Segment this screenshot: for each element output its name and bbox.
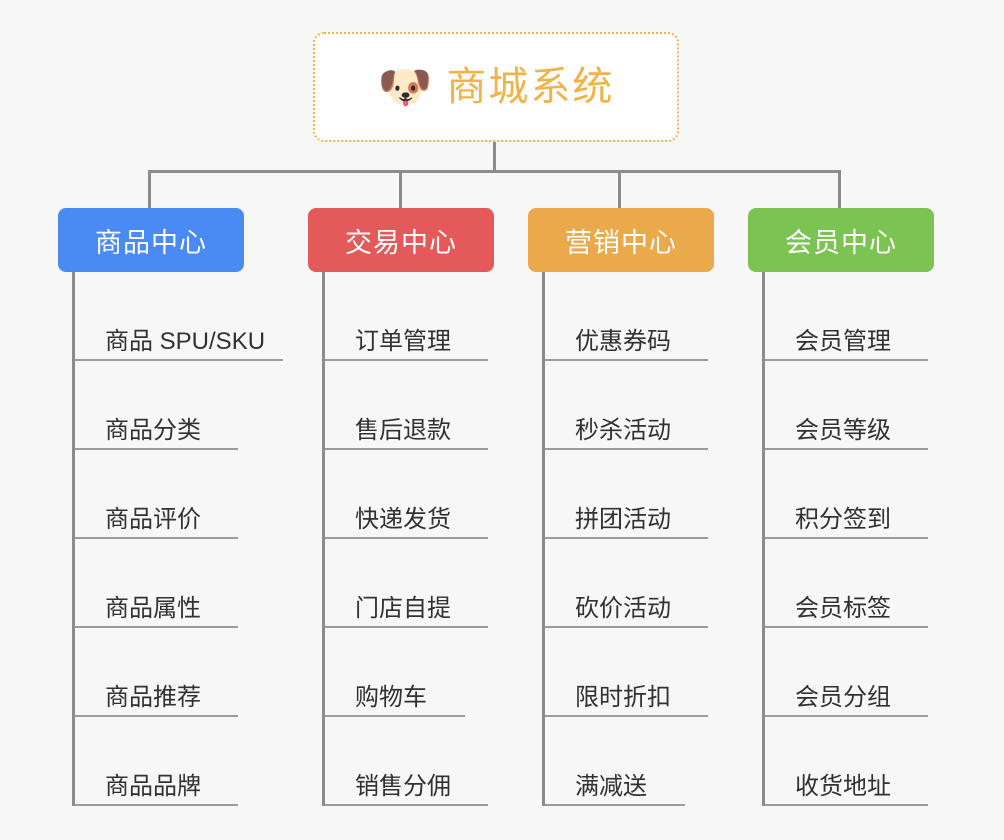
leaf-item[interactable]: 积分签到 [765,450,928,539]
leaf-item-label: 限时折扣 [575,683,671,711]
leaf-item[interactable]: 商品分类 [75,361,238,450]
leaf-item[interactable]: 会员管理 [765,272,928,361]
category-column-2: 交易中心 订单管理 售后退款 快递发货 门店自提 购物车 销售分佣 [308,208,497,806]
leaf-item[interactable]: 销售分佣 [325,717,488,806]
leaf-item-label: 会员等级 [795,416,891,444]
leaf-item[interactable]: 商品属性 [75,539,238,628]
leaf-list-3: 优惠券码 秒杀活动 拼团活动 砍价活动 限时折扣 满减送 [542,272,717,806]
leaf-item-label: 商品 SPU/SKU [105,327,266,355]
shiba-dog-face-icon: 🐶 [377,63,433,112]
leaf-item-label: 商品属性 [105,594,201,622]
leaf-item-label: 商品推荐 [105,683,201,711]
leaf-item[interactable]: 门店自提 [325,539,488,628]
leaf-item-label: 会员管理 [795,327,891,355]
leaf-list-2: 订单管理 售后退款 快递发货 门店自提 购物车 销售分佣 [322,272,497,806]
leaf-item-label: 会员分组 [795,683,891,711]
category-header-2[interactable]: 交易中心 [308,208,494,272]
leaf-item[interactable]: 优惠券码 [545,272,708,361]
leaf-item[interactable]: 快递发货 [325,450,488,539]
category-header-label: 交易中心 [345,227,457,258]
leaf-list-4: 会员管理 会员等级 积分签到 会员标签 会员分组 收货地址 [762,272,937,806]
leaf-item-label: 售后退款 [355,416,451,444]
connector-root-stem [493,142,496,173]
category-header-1[interactable]: 商品中心 [58,208,244,272]
connector-drop-3 [618,170,621,208]
leaf-item-label: 订单管理 [355,327,451,355]
leaf-item-label: 商品评价 [105,505,201,533]
leaf-item-label: 拼团活动 [575,505,671,533]
leaf-item[interactable]: 拼团活动 [545,450,708,539]
leaf-item-label: 优惠券码 [575,327,671,355]
category-column-1: 商品中心 商品 SPU/SKU 商品分类 商品评价 商品属性 商品推荐 商品品牌 [58,208,283,806]
leaf-item-label: 销售分佣 [355,772,451,800]
leaf-item[interactable]: 满减送 [545,717,685,806]
leaf-item-label: 砍价活动 [575,594,671,622]
connector-drop-2 [399,170,402,208]
leaf-item[interactable]: 商品品牌 [75,717,238,806]
leaf-item[interactable]: 会员等级 [765,361,928,450]
category-header-4[interactable]: 会员中心 [748,208,934,272]
category-header-3[interactable]: 营销中心 [528,208,714,272]
leaf-item-label: 秒杀活动 [575,416,671,444]
leaf-item[interactable]: 订单管理 [325,272,488,361]
connector-horizontal-bus [148,170,841,173]
category-column-3: 营销中心 优惠券码 秒杀活动 拼团活动 砍价活动 限时折扣 满减送 [528,208,717,806]
leaf-item-label: 购物车 [355,683,427,711]
category-header-label: 会员中心 [785,227,897,258]
leaf-item[interactable]: 收货地址 [765,717,928,806]
leaf-item[interactable]: 商品 SPU/SKU [75,272,283,361]
leaf-item-label: 满减送 [575,772,647,800]
leaf-item-label: 会员标签 [795,594,891,622]
connector-drop-4 [838,170,841,208]
category-column-4: 会员中心 会员管理 会员等级 积分签到 会员标签 会员分组 收货地址 [748,208,937,806]
leaf-item-label: 积分签到 [795,505,891,533]
leaf-list-1: 商品 SPU/SKU 商品分类 商品评价 商品属性 商品推荐 商品品牌 [72,272,283,806]
leaf-item-label: 门店自提 [355,594,451,622]
leaf-item[interactable]: 售后退款 [325,361,488,450]
leaf-item[interactable]: 限时折扣 [545,628,708,717]
leaf-item-label: 商品分类 [105,416,201,444]
leaf-item[interactable]: 会员标签 [765,539,928,628]
root-title: 商城系统 [446,65,615,109]
leaf-item[interactable]: 商品评价 [75,450,238,539]
leaf-item[interactable]: 会员分组 [765,628,928,717]
category-header-label: 营销中心 [565,227,677,258]
category-header-label: 商品中心 [95,227,207,258]
leaf-item-label: 收货地址 [795,772,891,800]
root-node[interactable]: 🐶 商城系统 [313,32,679,142]
leaf-item[interactable]: 购物车 [325,628,465,717]
leaf-item-label: 快递发货 [355,505,451,533]
connector-drop-1 [148,170,151,208]
leaf-item-label: 商品品牌 [105,772,201,800]
leaf-item[interactable]: 砍价活动 [545,539,708,628]
leaf-item[interactable]: 商品推荐 [75,628,238,717]
leaf-item[interactable]: 秒杀活动 [545,361,708,450]
